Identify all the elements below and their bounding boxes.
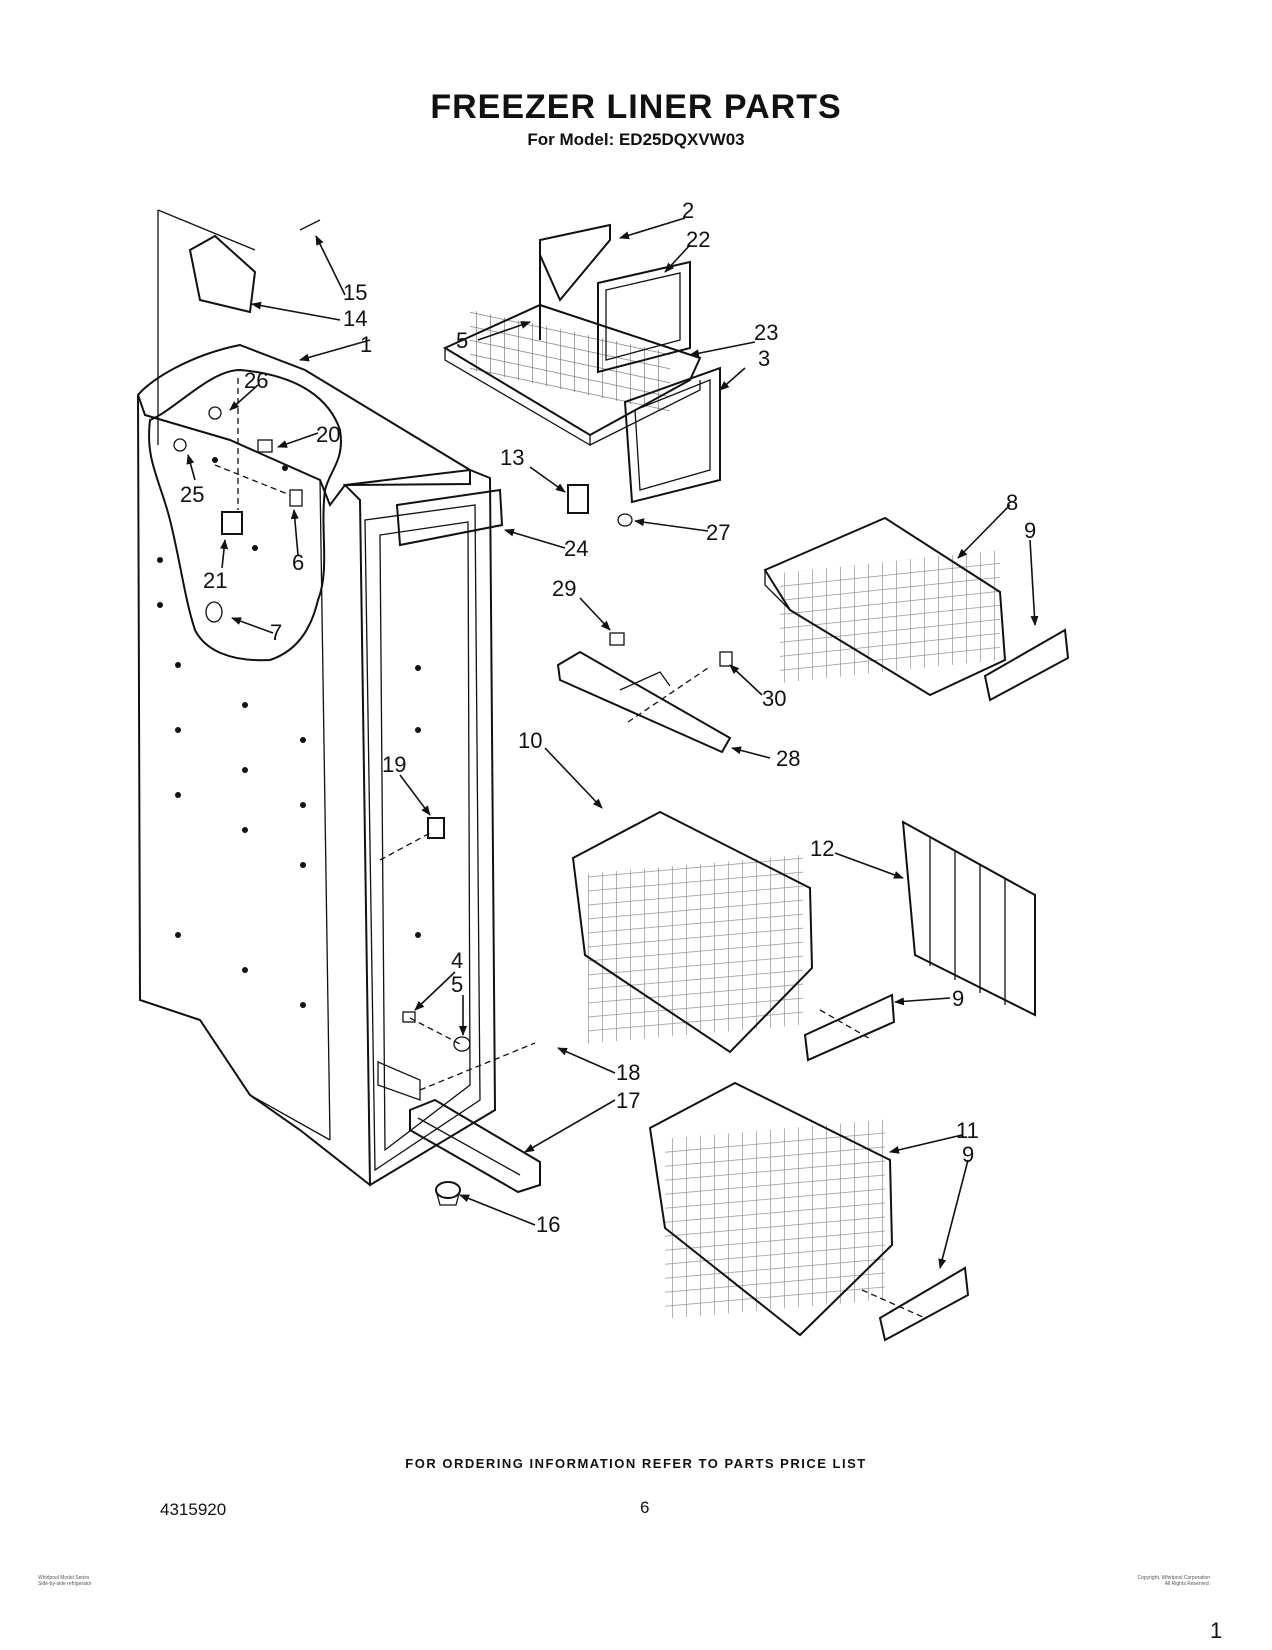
basket-8 (763, 516, 1070, 702)
fine-print-right: Copyright, Whirlpool Corporation All Rig… (1030, 1575, 1210, 1587)
page-title: FREEZER LINER PARTS (430, 88, 842, 126)
callout-29: 29 (552, 576, 576, 601)
callout-24: 24 (564, 536, 588, 561)
callout-2: 2 (682, 198, 694, 223)
ordering-note: FOR ORDERING INFORMATION REFER TO PARTS … (405, 1456, 867, 1471)
callout-labels: 2 22 23 3 5 15 14 1 26 20 25 6 21 7 13 2… (180, 198, 1036, 1237)
callout-8: 8 (1006, 490, 1018, 515)
callout-14: 14 (343, 306, 367, 331)
vent-and-cap (188, 219, 633, 1206)
document-number: 4315920 (160, 1500, 227, 1519)
upper-shelf-assembly (442, 223, 721, 504)
fine-print-right-line-1: Copyright, Whirlpool Corporation (1137, 1575, 1210, 1581)
model-subtitle: For Model: ED25DQXVW03 (527, 130, 745, 149)
shelf-support-28 (556, 632, 733, 754)
callout-5-low: 5 (451, 972, 463, 997)
callout-10: 10 (518, 728, 542, 753)
page-number: 6 (640, 1498, 650, 1517)
callout-12: 12 (810, 836, 834, 861)
callout-25: 25 (180, 482, 204, 507)
callout-16: 16 (536, 1212, 560, 1237)
callout-30: 30 (762, 686, 786, 711)
freezer-liner (136, 209, 497, 1187)
callout-23: 23 (754, 320, 778, 345)
callout-9-mid: 9 (952, 986, 964, 1011)
callout-3: 3 (758, 346, 770, 371)
callout-1: 1 (360, 332, 372, 357)
callout-17: 17 (616, 1088, 640, 1113)
fine-print-left-line-2: Side-by-side refrigerator (38, 1581, 92, 1587)
callout-leaders (186, 217, 1039, 1269)
callout-28: 28 (776, 746, 800, 771)
callout-5-top: 5 (456, 328, 468, 353)
callout-26: 26 (244, 368, 268, 393)
callout-18: 18 (616, 1060, 640, 1085)
callout-19: 19 (382, 752, 406, 777)
divider-12 (901, 820, 1036, 1017)
liner-hardware (173, 378, 471, 1052)
callout-9-top: 9 (1024, 518, 1036, 543)
callout-15: 15 (343, 280, 367, 305)
callout-22: 22 (686, 227, 710, 252)
callout-11: 11 (956, 1118, 979, 1143)
fine-print-left-line-1: Whirlpool Model Series (38, 1575, 90, 1581)
basket-11 (648, 1081, 970, 1342)
callout-6: 6 (292, 550, 304, 575)
callout-7: 7 (270, 620, 282, 645)
fine-print-right-line-2: All Rights Reserved. (1164, 1581, 1210, 1587)
basket-10 (571, 810, 896, 1062)
callout-20: 20 (316, 422, 340, 447)
callout-27: 27 (706, 520, 730, 545)
callout-21: 21 (203, 568, 227, 593)
fine-print-left: Whirlpool Model Series Side-by-side refr… (38, 1575, 92, 1587)
corner-mark: 1 (1210, 1618, 1223, 1643)
callout-9-low: 9 (962, 1142, 974, 1167)
callout-13: 13 (500, 445, 524, 470)
callout-4: 4 (451, 948, 463, 973)
